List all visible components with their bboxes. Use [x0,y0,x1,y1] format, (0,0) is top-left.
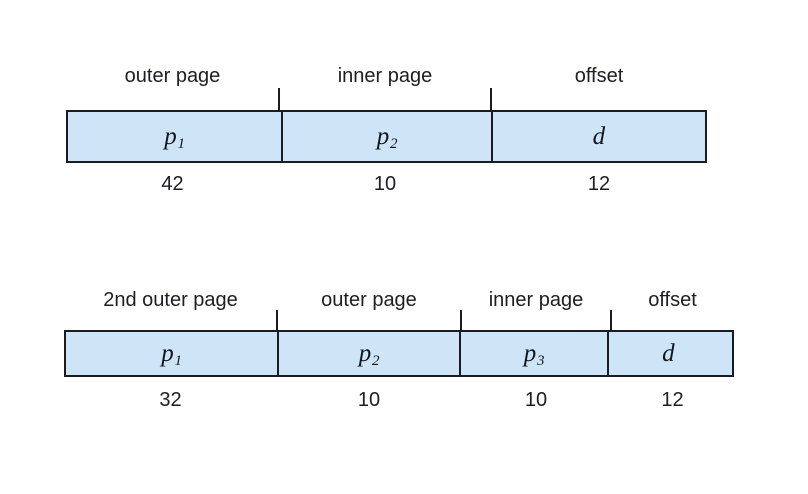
field-header-offset: offset [574,65,624,87]
divider-tick-1 [276,310,278,332]
symbol-p2: p2 [376,123,398,152]
bitcount-outer-page: 10 [357,389,381,411]
field-header-row: 2nd outer page outer page inner page off… [64,288,734,312]
field-header-inner-page: inner page [337,65,433,87]
address-field-p1: p1 [68,112,281,161]
bitcount-inner-page: 10 [524,389,548,411]
address-field-p2: p2 [281,112,491,161]
symbol-p2: p2 [358,340,380,369]
address-field-p2: p2 [277,332,459,375]
symbol-d: d [592,123,606,150]
field-bitcount-row: 32 10 10 12 [64,388,734,412]
divider-tick-3 [610,310,612,332]
divider-tick-1 [278,88,280,112]
field-header-2nd-outer-page: 2nd outer page [103,289,238,311]
symbol-d: d [662,340,675,367]
address-bar: p1 p2 d [66,110,707,163]
field-header-inner-page: inner page [488,289,584,311]
symbol-p3: p3 [523,340,545,369]
bitcount-offset: 12 [661,389,684,411]
symbol-p1: p1 [164,123,186,152]
divider-tick-2 [460,310,462,332]
divider-tick-2 [490,88,492,112]
bitcount-outer-page: 42 [161,173,184,195]
address-field-d: d [607,332,728,375]
address-field-p3: p3 [459,332,607,375]
bitcount-2nd-outer-page: 32 [159,389,182,411]
field-bitcount-row: 42 10 12 [66,172,707,196]
bitcount-offset: 12 [587,173,611,195]
field-header-offset: offset [648,289,697,311]
address-bar: p1 p2 p3 d [64,330,734,377]
symbol-p1: p1 [161,340,183,369]
bitcount-inner-page: 10 [373,173,397,195]
field-header-outer-page: outer page [124,65,221,87]
field-header-outer-page: outer page [321,289,417,311]
address-field-d: d [491,112,705,161]
address-field-p1: p1 [66,332,277,375]
field-header-row: outer page inner page offset [66,64,707,88]
